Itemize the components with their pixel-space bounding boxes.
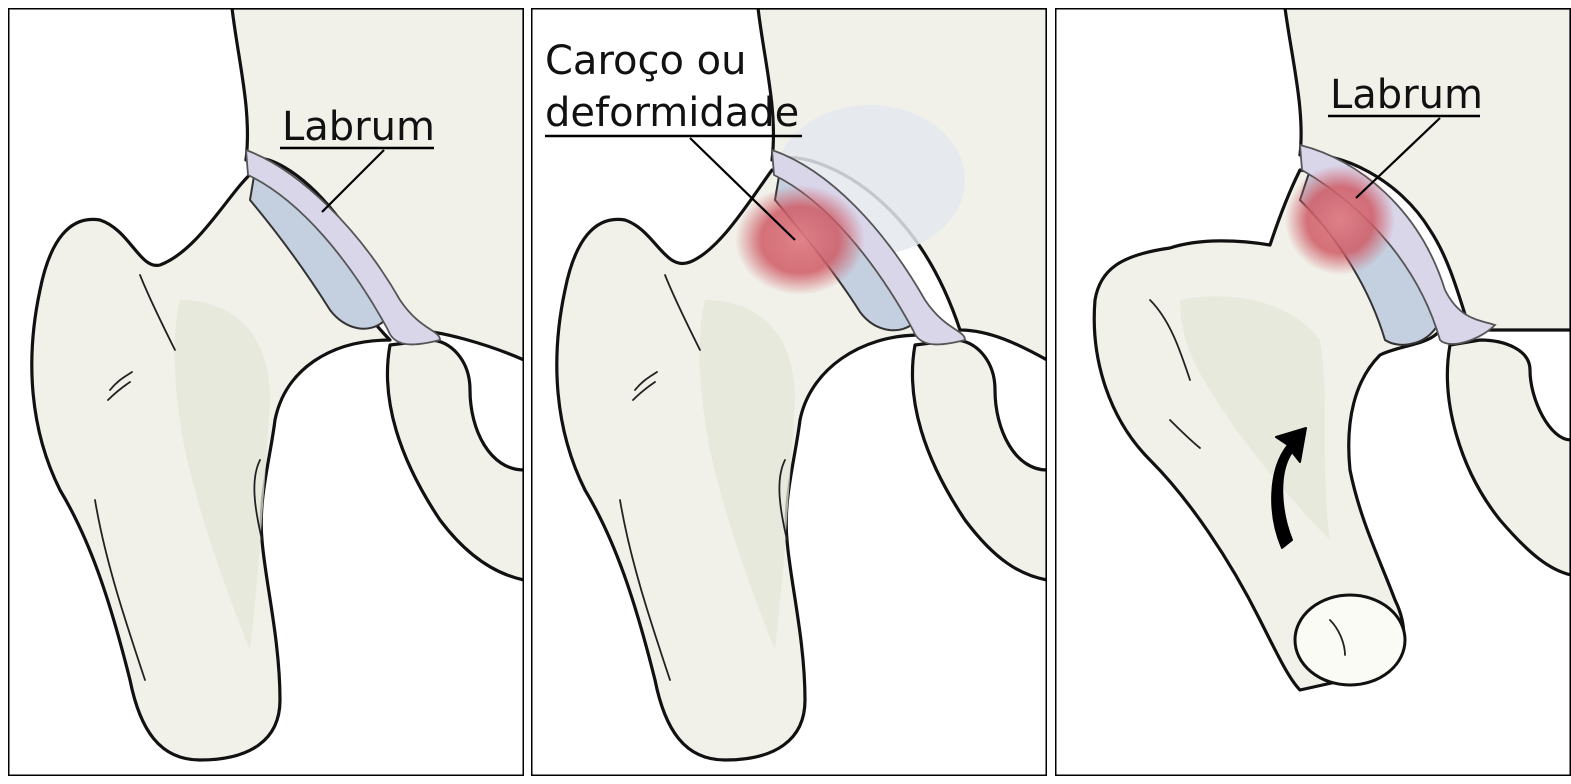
femur-cut-end bbox=[1295, 595, 1405, 685]
panel-cam-deformity: Caroço ou deformidade bbox=[531, 8, 1047, 776]
panel-normal-hip: Labrum bbox=[8, 8, 524, 776]
label-lump-deformity: Caroço ou bbox=[545, 38, 746, 84]
cam-lesion bbox=[1285, 165, 1395, 275]
label-lump-deformity-line2: deformidade bbox=[545, 90, 799, 136]
label-labrum: Labrum bbox=[1330, 72, 1483, 118]
panel-impingement: Labrum bbox=[1055, 8, 1571, 776]
label-labrum: Labrum bbox=[282, 104, 435, 150]
